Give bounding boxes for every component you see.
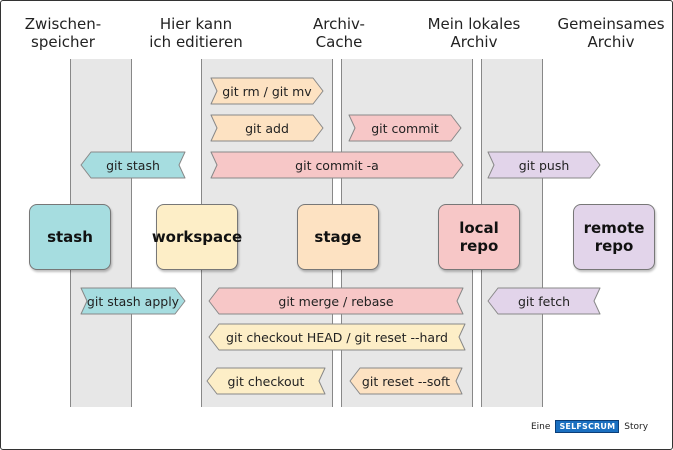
cmd-checkout: git checkout <box>206 367 326 395</box>
arrow-shape <box>208 287 464 315</box>
node-stash: stash <box>29 204 111 270</box>
cmd-commit-a: git commit -a <box>210 151 464 179</box>
cmd-add: git add <box>210 114 324 142</box>
header-archiv-cache: Archiv- Cache <box>313 15 365 51</box>
node-stage: stage <box>297 204 379 270</box>
cmd-rm-mv: git rm / git mv <box>210 77 324 105</box>
cmd-stash: git stash <box>80 151 186 179</box>
selfscrum-logo: SELFSCRUM <box>555 420 620 433</box>
header-lokales-archiv: Mein lokales Archiv <box>427 15 521 51</box>
header-editieren: Hier kann ich editieren <box>149 15 243 51</box>
arrow-shape <box>487 287 601 315</box>
arrow-shape <box>210 114 324 142</box>
arrow-shape <box>208 323 466 351</box>
cmd-commit: git commit <box>348 114 462 142</box>
node-workspace: workspace <box>152 204 242 270</box>
arrow-shape <box>206 367 326 395</box>
cmd-fetch: git fetch <box>487 287 601 315</box>
node-local-repo: local repo <box>438 204 520 270</box>
cmd-checkout-reset-hard: git checkout HEAD / git reset --hard <box>208 323 466 351</box>
credit-suffix: Story <box>624 421 649 432</box>
credit: Eine SELFSCRUM Story <box>531 420 648 433</box>
arrow-shape <box>487 151 601 179</box>
arrow-shape <box>348 114 462 142</box>
cmd-stash-apply: git stash apply <box>80 287 186 315</box>
arrow-shape <box>80 151 186 179</box>
cmd-reset-soft: git reset --soft <box>349 367 463 395</box>
credit-prefix: Eine <box>531 421 551 432</box>
node-remote-repo: remote repo <box>573 204 655 270</box>
header-gemeinsames-archiv: Gemeinsames Archiv <box>557 15 665 51</box>
cmd-merge-rebase: git merge / rebase <box>208 287 464 315</box>
arrow-shape <box>80 287 186 315</box>
arrow-shape <box>210 151 464 179</box>
arrow-shape <box>349 367 463 395</box>
cmd-push: git push <box>487 151 601 179</box>
arrow-shape <box>210 77 324 105</box>
header-zwischenspeicher: Zwischen- speicher <box>24 15 102 51</box>
